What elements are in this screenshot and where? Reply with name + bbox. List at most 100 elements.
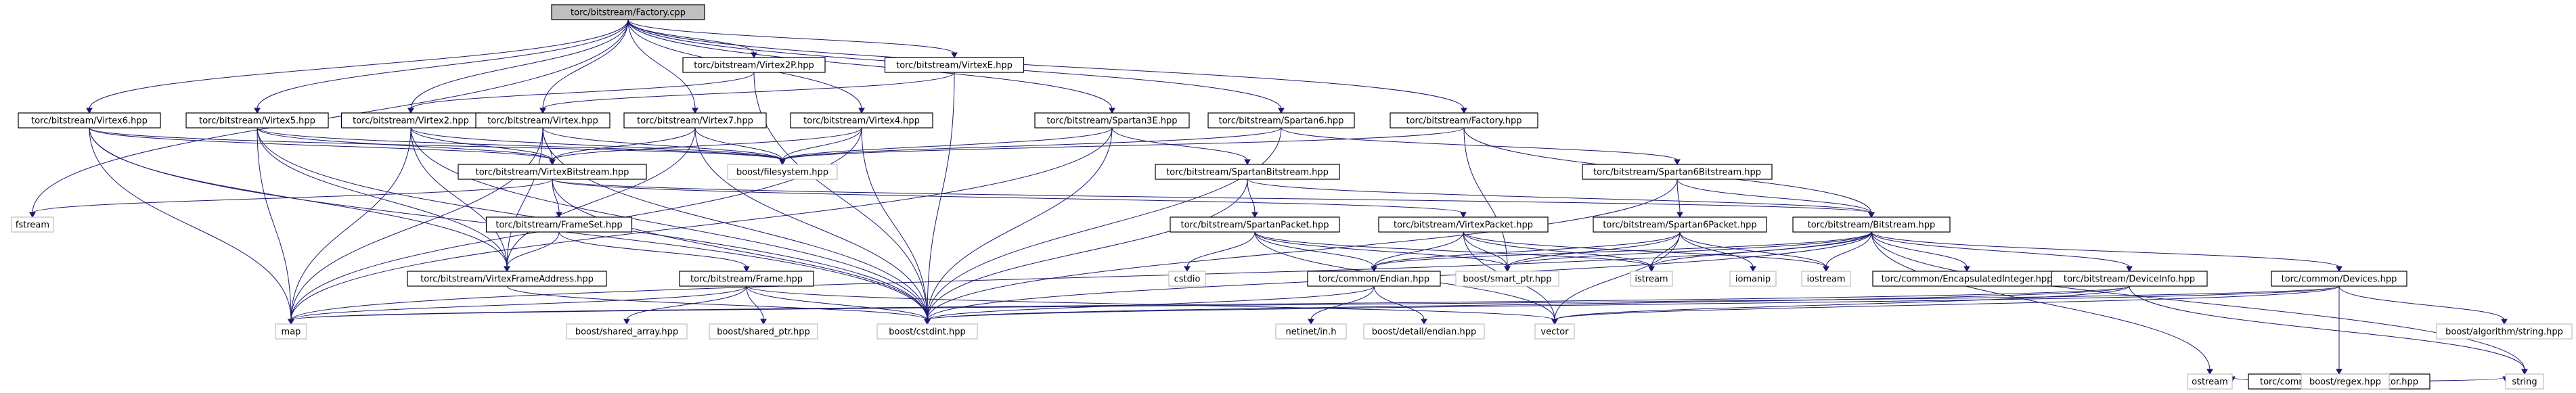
node-virtex7-hpp[interactable]: torc/bitstream/Virtex7.hpp (623, 112, 767, 129)
node-fstream: fstream (11, 216, 54, 233)
edge-spartan6bitstream-hpp-to-boost-cstdint (927, 179, 1678, 321)
node-boost-detail-endian: boost/detail/endian.hpp (1363, 323, 1485, 340)
arrowhead-virtexbitstream-hpp-to-virtexpacket-hpp (1460, 212, 1467, 218)
node-bitstream-hpp[interactable]: torc/bitstream/Bitstream.hpp (1792, 216, 1951, 233)
node-encapsulatedinteger-hpp[interactable]: torc/common/EncapsulatedInteger.hpp (1872, 271, 2062, 287)
node-factory-hpp[interactable]: torc/bitstream/Factory.hpp (1390, 112, 1538, 129)
node-box (1630, 271, 1673, 287)
edge-virtexbitstream-hpp-to-frameset-hpp (552, 179, 560, 214)
node-virtexpacket-hpp[interactable]: torc/bitstream/VirtexPacket.hpp (1378, 216, 1549, 233)
node-box (1034, 112, 1190, 129)
edge-spartan3e-hpp-to-map (290, 127, 1113, 321)
node-label: cstdio (1174, 275, 1201, 285)
edge-spartan6packet-hpp-to-iomanip (1679, 231, 1754, 268)
node-virtex5-hpp[interactable]: torc/bitstream/Virtex5.hpp (185, 112, 329, 129)
node-virtex-hpp[interactable]: torc/bitstream/Virtex.hpp (475, 112, 610, 129)
arrowhead-devices-hpp-to-devicedesignator-hpp (2336, 369, 2342, 375)
edge-virtex-hpp-to-map (290, 127, 543, 321)
node-frame-hpp[interactable]: torc/bitstream/Frame.hpp (679, 271, 814, 287)
node-deviceinfo-hpp[interactable]: torc/bitstream/DeviceInfo.hpp (2051, 271, 2208, 287)
node-box (1207, 112, 1355, 129)
arrowhead-devices-hpp-to-map (288, 319, 294, 325)
node-label: boost/filesystem.hpp (736, 168, 828, 178)
arrowhead-virtexe-hpp-to-virtex-hpp (539, 108, 546, 114)
node-virtex2p-hpp[interactable]: torc/bitstream/Virtex2P.hpp (682, 57, 826, 73)
node-box (623, 112, 767, 129)
arrowhead-bitstream-hpp-to-boost-smart-ptr (1504, 266, 1511, 273)
node-label: torc/common/Devices.hpp (2282, 275, 2397, 285)
edge-spartan6packet-hpp-to-iostream (1679, 231, 1827, 268)
edge-virtex5-hpp-to-boost-filesystem (257, 127, 783, 161)
node-box (485, 216, 633, 233)
node-spartanbitstream-hpp[interactable]: torc/bitstream/SpartanBitstream.hpp (1155, 164, 1340, 180)
arrowhead-factory-cpp-to-virtex2p-hpp (751, 52, 757, 59)
node-label: vector (1540, 327, 1569, 338)
node-frameset-hpp[interactable]: torc/bitstream/FrameSet.hpp (485, 216, 633, 233)
arrowhead-spartanpacket-hpp-to-cstdio (1184, 266, 1191, 273)
node-box (682, 57, 826, 73)
node-virtexe-hpp[interactable]: torc/bitstream/VirtexE.hpp (884, 57, 1025, 73)
node-endian-hpp[interactable]: torc/common/Endian.hpp (1307, 271, 1441, 287)
node-layer: torc/bitstream/Factory.cpp torc/bitstream… (11, 4, 2573, 390)
edge-factory-cpp-to-virtex-hpp (542, 19, 629, 110)
node-box (2051, 271, 2208, 287)
node-label: iostream (1806, 275, 1845, 285)
edge-devices-hpp-to-vector (1554, 285, 2340, 321)
node-box (1792, 216, 1951, 233)
arrowhead-spartanbitstream-hpp-to-spartanpacket-hpp (1251, 212, 1258, 218)
node-box (185, 112, 329, 129)
node-spartan6-hpp[interactable]: torc/bitstream/Spartan6.hpp (1207, 112, 1355, 129)
node-virtexbitstream-hpp[interactable]: torc/bitstream/VirtexBitstream.hpp (458, 164, 647, 180)
arrowhead-bitstream-hpp-to-deviceinfo-hpp (2126, 266, 2133, 273)
node-box (2271, 271, 2407, 287)
node-virtex6-hpp[interactable]: torc/bitstream/Virtex6.hpp (18, 112, 161, 129)
edge-virtex6-hpp-to-boost-filesystem (89, 127, 783, 161)
node-label: boost/shared_array.hpp (575, 327, 678, 338)
arrowhead-factory-cpp-to-virtex7-hpp (692, 108, 698, 114)
node-virtex2-hpp[interactable]: torc/bitstream/Virtex2.hpp (340, 112, 481, 129)
node-spartanpacket-hpp[interactable]: torc/bitstream/SpartanPacket.hpp (1170, 216, 1340, 233)
node-devices-hpp[interactable]: torc/common/Devices.hpp (2271, 271, 2407, 287)
node-spartan6packet-hpp[interactable]: torc/bitstream/Spartan6Packet.hpp (1593, 216, 1767, 233)
node-label: torc/bitstream/FrameSet.hpp (495, 221, 622, 231)
node-spartan6bitstream-hpp[interactable]: torc/bitstream/Spartan6Bitstream.hpp (1582, 164, 1773, 180)
arrowhead-factory-cpp-to-spartan3e-hpp (1109, 108, 1115, 114)
edge-endian-hpp-to-boost-detail-endian (1373, 285, 1425, 321)
arrowhead-virtexbitstream-hpp-to-fstream (29, 212, 36, 218)
node-factory-cpp[interactable]: torc/bitstream/Factory.cpp (551, 4, 705, 20)
arrowhead-frameset-hpp-to-frame-hpp (743, 266, 750, 273)
node-label: torc/common/Endian.hpp (1318, 275, 1429, 285)
node-virtex4-hpp[interactable]: torc/bitstream/Virtex4.hpp (790, 112, 933, 129)
edge-spartan6-hpp-to-spartan6bitstream-hpp (1281, 127, 1678, 161)
edge-factory-cpp-to-virtex6-hpp (89, 19, 629, 110)
edge-bitstream-hpp-to-iostream (1825, 231, 1872, 268)
node-boost-regex: boost/regex.hpp (2301, 373, 2390, 390)
edge-virtexe-hpp-to-boost-cstdint (927, 72, 955, 321)
node-label: istream (1635, 275, 1668, 285)
node-label: torc/bitstream/VirtexE.hpp (896, 61, 1013, 71)
edge-frame-hpp-to-vector (746, 285, 1555, 321)
node-box (790, 112, 933, 129)
node-spartan3e-hpp[interactable]: torc/bitstream/Spartan3E.hpp (1034, 112, 1190, 129)
edge-virtexbitstream-hpp-to-fstream (32, 179, 553, 214)
node-label: torc/bitstream/Virtex7.hpp (637, 116, 753, 126)
edge-deviceinfo-hpp-to-boost-cstdint (927, 285, 2130, 321)
node-box (551, 4, 705, 20)
arrowhead-devices-hpp-to-vector (1551, 319, 1558, 325)
node-label: torc/bitstream/VirtexBitstream.hpp (476, 168, 629, 178)
arrowhead-devices-hpp-to-boost-algorithm-string (2501, 319, 2508, 325)
arrowhead-frameset-hpp-to-virtexframeaddress-hpp (504, 266, 510, 273)
node-box (1455, 271, 1559, 287)
edge-frame-hpp-to-boost-shared-ptr (746, 285, 764, 321)
arrowhead-bitstream-hpp-to-ostream (2206, 369, 2213, 375)
node-label: torc/bitstream/Virtex4.hpp (803, 116, 920, 126)
node-label: torc/bitstream/Factory.hpp (1406, 116, 1522, 126)
node-box (458, 164, 647, 180)
edge-spartanbitstream-hpp-to-spartanpacket-hpp (1247, 179, 1256, 214)
edge-virtex2-hpp-to-boost-filesystem (410, 127, 783, 161)
arrowhead-frame-hpp-to-boost-shared-ptr (760, 319, 767, 325)
arrowhead-factory-cpp-to-virtex4-hpp (858, 108, 865, 114)
node-box (2505, 373, 2544, 390)
node-virtexframeaddress-hpp[interactable]: torc/bitstream/VirtexFrameAddress.hpp (407, 271, 607, 287)
